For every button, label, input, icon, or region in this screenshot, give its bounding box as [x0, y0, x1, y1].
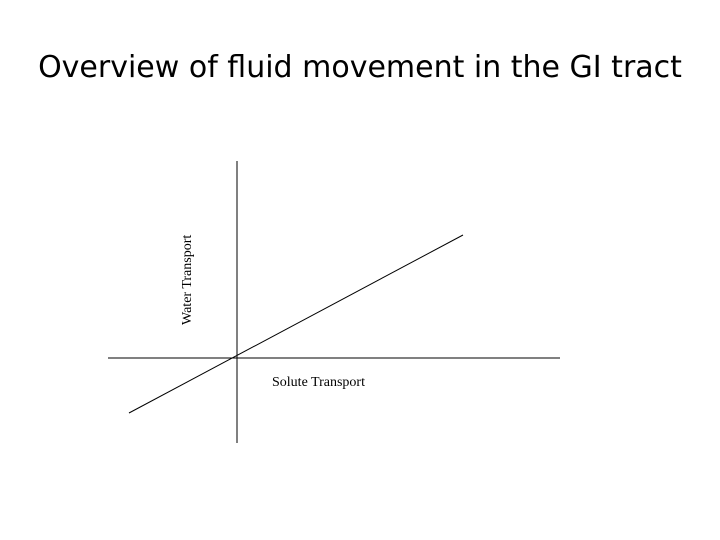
y-axis-label: Water Transport — [180, 235, 195, 325]
slide-title: Overview of fluid movement in the GI tra… — [38, 50, 682, 85]
relationship-line — [128, 234, 464, 414]
x-axis-label: Solute Transport — [272, 375, 365, 390]
